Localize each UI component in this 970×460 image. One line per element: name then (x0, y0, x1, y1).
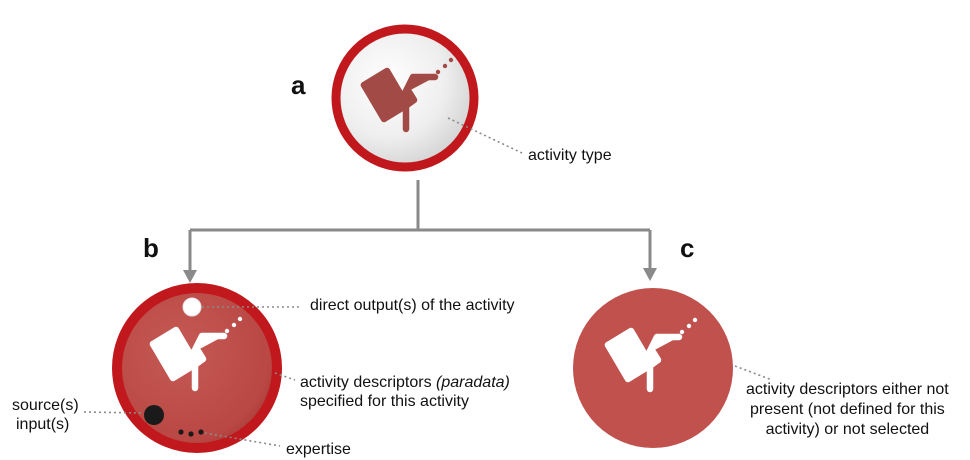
expertise-dot (178, 429, 184, 435)
tree-connector (188, 180, 652, 272)
leader-not-present (734, 365, 773, 381)
descriptors-label-line2: specified for this activity (300, 393, 469, 410)
output-marker (182, 297, 202, 317)
descriptors-label-line1: activity descriptors (paradata) (300, 374, 510, 391)
input-marker (144, 405, 164, 425)
direct-output-label: direct output(s) of the activity (310, 297, 515, 314)
leader-lines (83, 117, 773, 447)
panel-letter-b: b (143, 233, 159, 263)
descriptors-label: activity descriptors (paradata) specifie… (300, 373, 510, 411)
not-present-label: activity descriptors either not present … (746, 380, 949, 440)
activity-node-b (112, 283, 282, 453)
not-present-line1: activity descriptors either not (746, 381, 949, 398)
activity-node-c (573, 288, 733, 448)
source-label: source(s) (12, 397, 79, 414)
not-present-line3: activity) or not selected (765, 421, 930, 438)
expertise-label: expertise (286, 441, 351, 458)
not-present-line2: present (not defined for this (749, 401, 945, 418)
leader-descriptors (274, 372, 296, 381)
activity-node-a (331, 24, 479, 172)
arrowhead-c (643, 268, 657, 281)
activity-type-label: activity type (528, 147, 612, 164)
panel-letter-a: a (291, 70, 306, 100)
arrowhead-b (183, 270, 197, 283)
leader-activity-type (447, 117, 523, 154)
leader-source (83, 411, 144, 414)
expertise-dot (198, 429, 204, 435)
input-label: input(s) (16, 416, 70, 433)
panel-letter-c: c (680, 233, 695, 263)
expertise-dot (188, 431, 194, 437)
